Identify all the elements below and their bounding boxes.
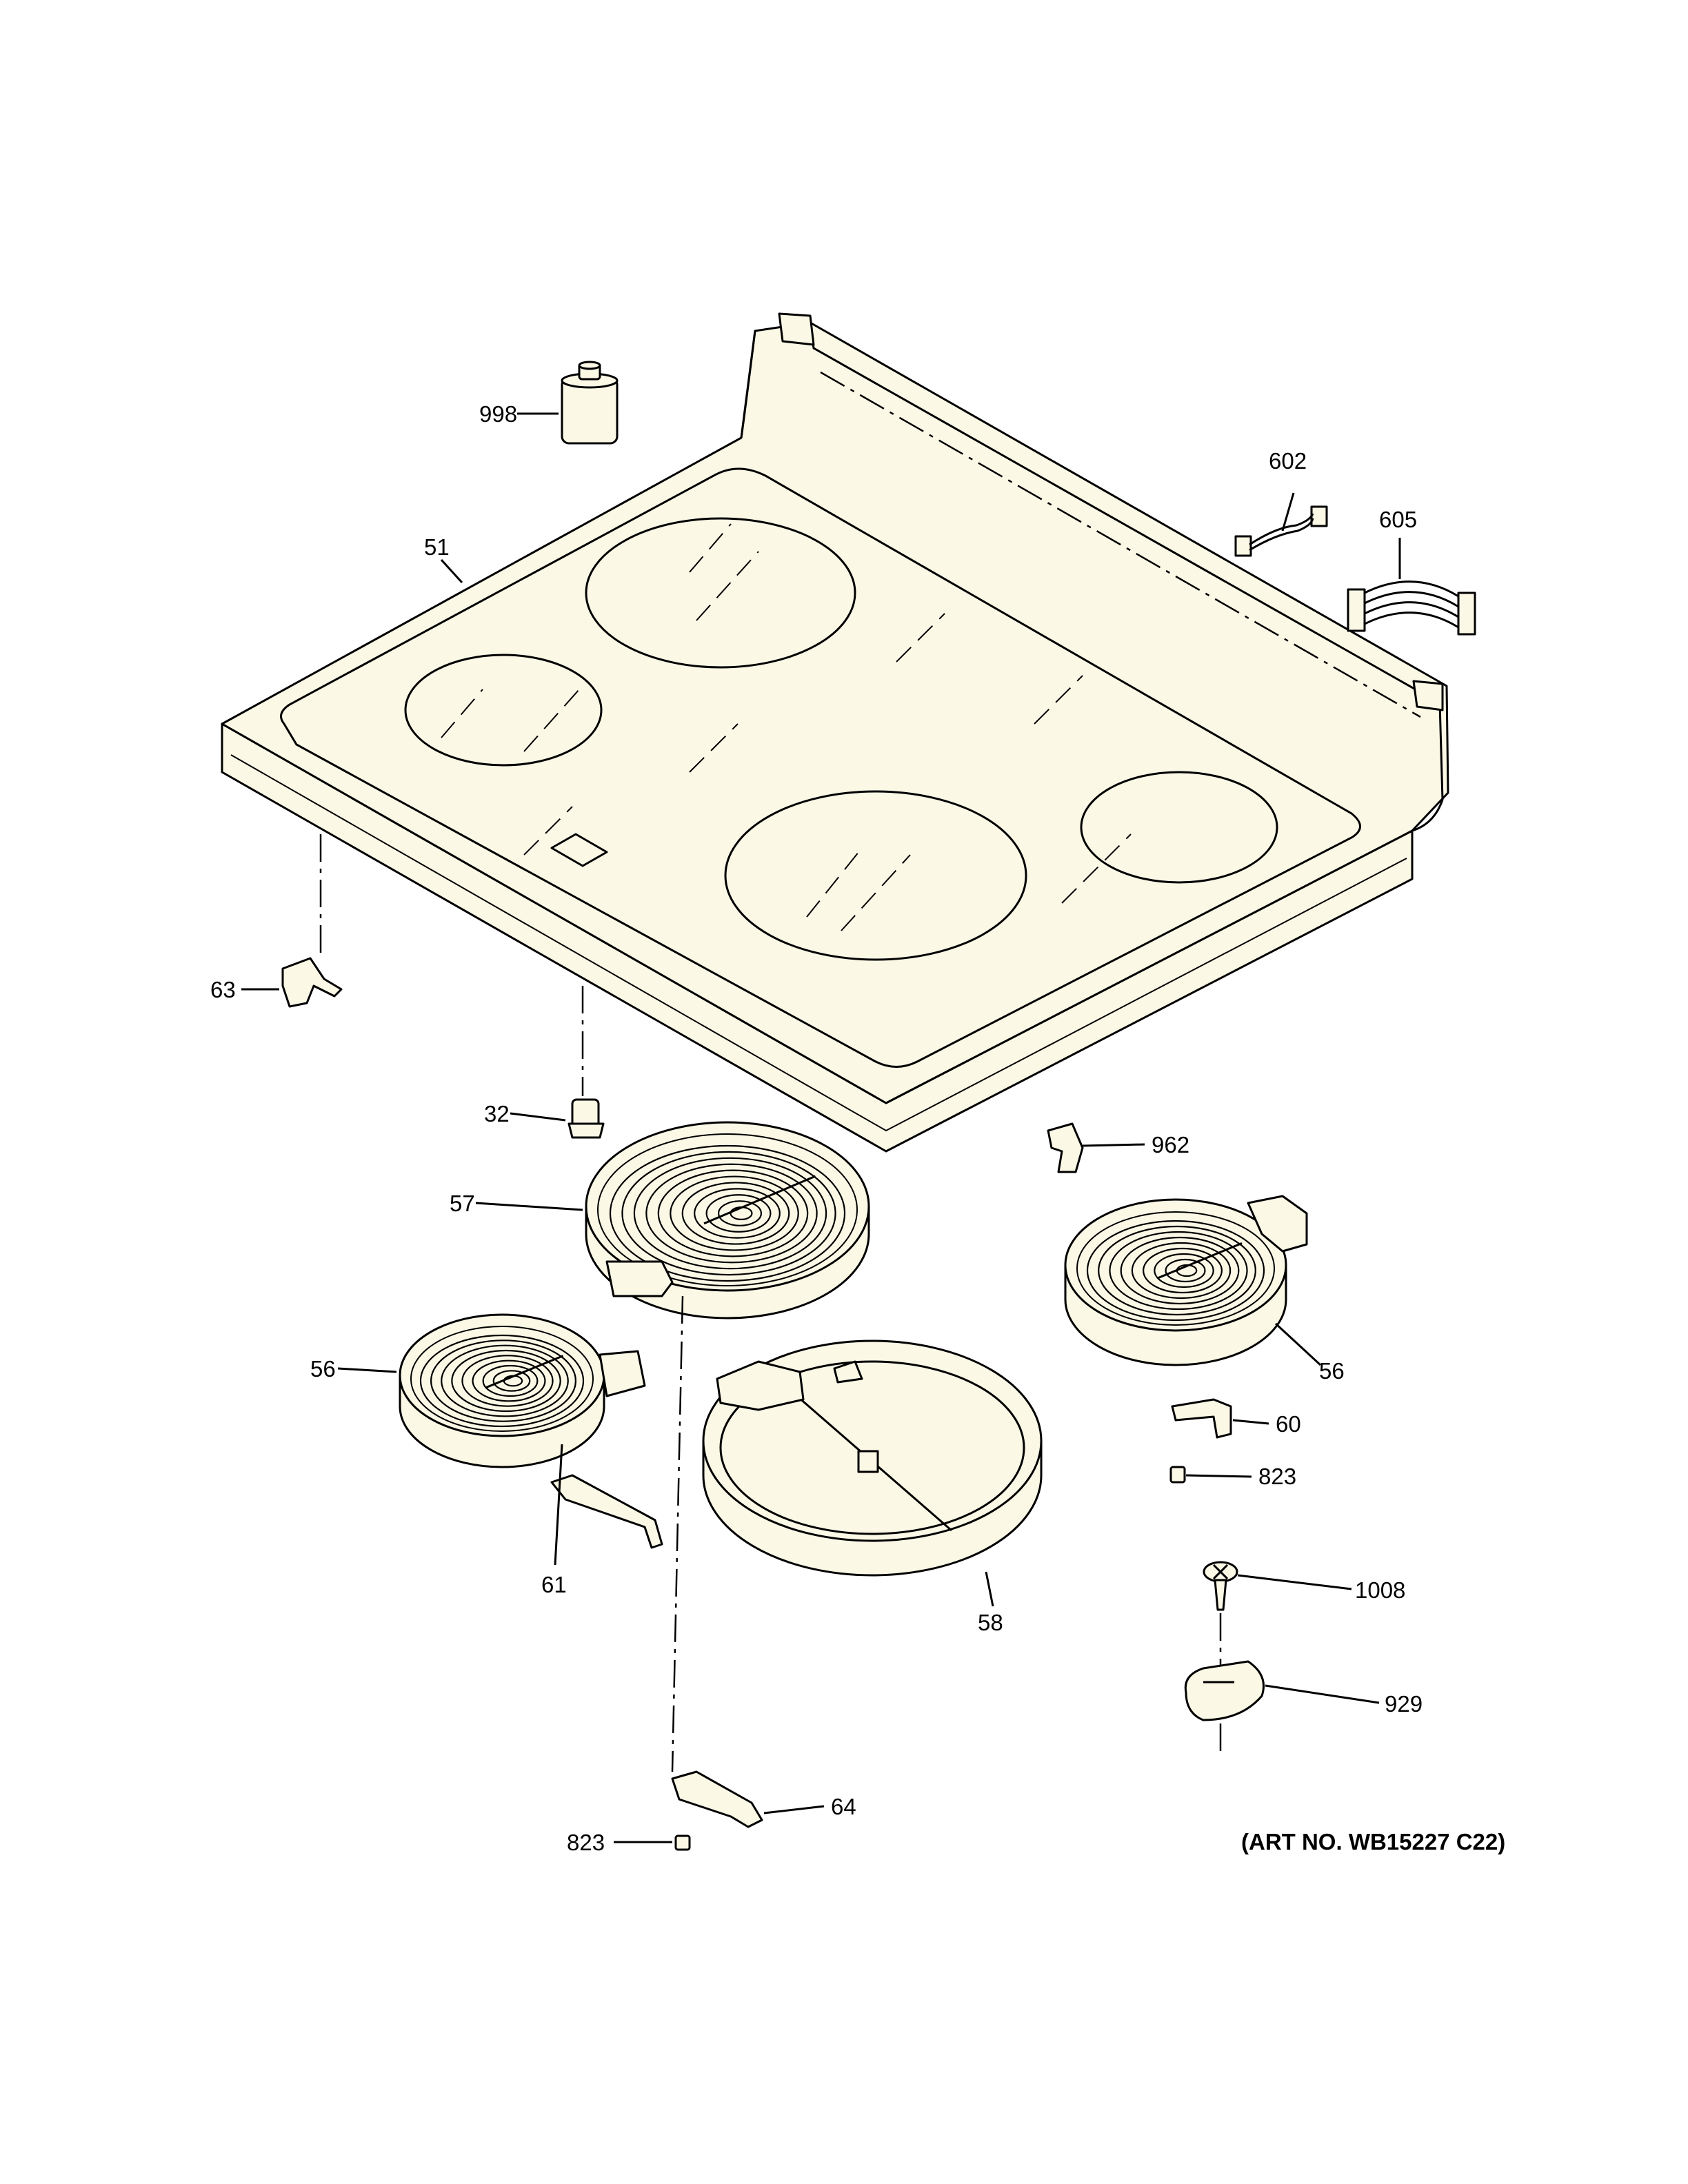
coil-ring <box>1165 1258 1206 1283</box>
label-1008: 1008 <box>1355 1577 1405 1603</box>
screw-823-right <box>1169 1466 1186 1484</box>
wire-harness-602 <box>1234 505 1328 557</box>
switch-32 <box>567 986 605 1139</box>
coil-ring <box>441 1344 569 1417</box>
coil-ring <box>609 1144 846 1282</box>
bracket-64 <box>671 1295 763 1828</box>
coil-ring <box>705 1194 772 1233</box>
radiant-element-56-left <box>399 1313 646 1468</box>
coil-ring <box>1098 1225 1256 1316</box>
coil-ring <box>1120 1236 1240 1305</box>
coil-ring <box>419 1334 585 1428</box>
radiant-element-57 <box>585 1121 870 1320</box>
coil-ring <box>694 1188 781 1239</box>
coil-ring <box>482 1364 539 1397</box>
cooktop-part-51 <box>221 312 1449 1153</box>
clip-962 <box>1047 1122 1084 1173</box>
coil-bar <box>485 1355 564 1389</box>
label-60: 60 <box>1276 1411 1301 1437</box>
screw-823-bottom <box>674 1834 691 1851</box>
coil-ring <box>1131 1242 1232 1300</box>
coil-ring <box>621 1151 836 1276</box>
coil-ring <box>657 1169 809 1257</box>
coil-ring <box>1109 1231 1248 1311</box>
part-labels: 998 51 602 605 63 32 962 57 56 56 60 823… <box>210 401 1423 1855</box>
coil-ring <box>1154 1253 1214 1288</box>
coil-ring <box>717 1200 763 1226</box>
label-823-bottom: 823 <box>567 1830 605 1855</box>
label-63: 63 <box>210 977 236 1002</box>
label-32: 32 <box>484 1101 510 1126</box>
label-605: 605 <box>1379 507 1417 532</box>
label-58: 58 <box>978 1610 1003 1635</box>
label-61: 61 <box>541 1572 567 1597</box>
label-823-right: 823 <box>1258 1464 1296 1489</box>
coil-ring <box>645 1163 818 1264</box>
coil-ring <box>681 1182 790 1245</box>
leader-lines <box>241 412 1401 1843</box>
coil-ring <box>472 1359 546 1402</box>
coil-bar <box>1157 1242 1243 1280</box>
label-998: 998 <box>479 401 517 427</box>
radiant-element-56-right <box>1064 1195 1308 1366</box>
label-962: 962 <box>1152 1132 1189 1157</box>
coil-ring <box>430 1339 576 1422</box>
coil-bar <box>703 1175 816 1225</box>
label-64: 64 <box>831 1794 856 1819</box>
art-number: (ART NO. WB15227 C22) <box>1241 1829 1505 1854</box>
coil-ring <box>461 1355 554 1407</box>
bracket-929 <box>1184 1613 1265 1751</box>
coil-ring <box>670 1175 799 1251</box>
label-57: 57 <box>450 1191 475 1216</box>
label-51: 51 <box>424 534 450 560</box>
coil-ring <box>451 1349 561 1413</box>
label-929: 929 <box>1385 1691 1423 1717</box>
coil-ring <box>633 1157 827 1270</box>
coil-ring <box>492 1370 531 1392</box>
label-602: 602 <box>1269 448 1307 474</box>
wire-harness-605 <box>1347 580 1476 636</box>
radiant-element-58 <box>702 1339 1043 1577</box>
coil-ring <box>1086 1220 1265 1322</box>
screw-1008 <box>1203 1561 1238 1611</box>
cleaner-bottle-998 <box>561 361 619 445</box>
label-56-right: 56 <box>1319 1358 1345 1384</box>
bracket-63 <box>281 834 343 1008</box>
bracket-60 <box>1171 1398 1232 1439</box>
coil-ring <box>1143 1247 1223 1294</box>
label-56-left: 56 <box>310 1356 336 1382</box>
bracket-61 <box>550 1474 663 1549</box>
